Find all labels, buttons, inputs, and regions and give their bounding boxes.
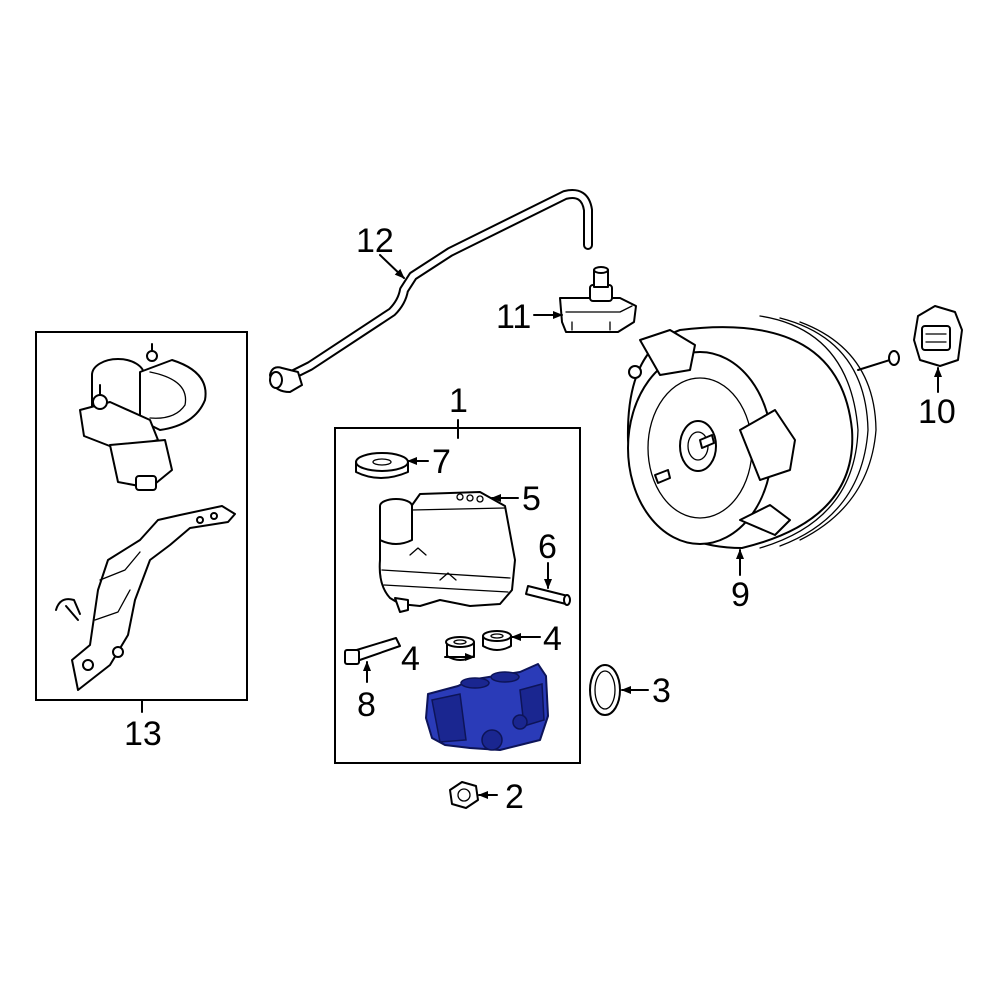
fluid-reservoir[interactable] (378, 491, 516, 613)
callout-8: 8 (357, 686, 376, 724)
callout-6: 6 (538, 528, 557, 566)
callout-12: 12 (356, 222, 394, 260)
reservoir-pin[interactable] (525, 585, 571, 606)
mounting-nut[interactable] (449, 781, 479, 809)
level-sensor[interactable] (344, 637, 401, 665)
callout-7: 7 (432, 443, 451, 481)
reservoir-cap[interactable] (355, 452, 409, 479)
callout-4-right: 4 (543, 620, 562, 658)
brake-booster[interactable] (626, 315, 900, 549)
master-cylinder[interactable] (425, 663, 549, 751)
callout-11: 11 (496, 298, 531, 336)
callout-3: 3 (652, 672, 671, 710)
callout-9: 9 (731, 576, 750, 614)
callout-1: 1 (449, 382, 468, 420)
callout-5: 5 (522, 480, 541, 518)
callout-2: 2 (505, 778, 524, 816)
vacuum-pump[interactable] (79, 343, 207, 491)
pushrod-connector[interactable] (913, 305, 963, 367)
vacuum-sensor[interactable] (559, 266, 637, 333)
callout-10: 10 (918, 393, 956, 431)
o-ring-seal[interactable] (589, 664, 621, 716)
reservoir-grommet-right[interactable] (482, 630, 512, 651)
pump-bracket[interactable] (55, 505, 236, 691)
leader-lines (141, 254, 942, 799)
callout-13: 13 (124, 715, 162, 753)
vacuum-hose[interactable] (269, 189, 593, 393)
callout-4-left: 4 (401, 640, 420, 678)
